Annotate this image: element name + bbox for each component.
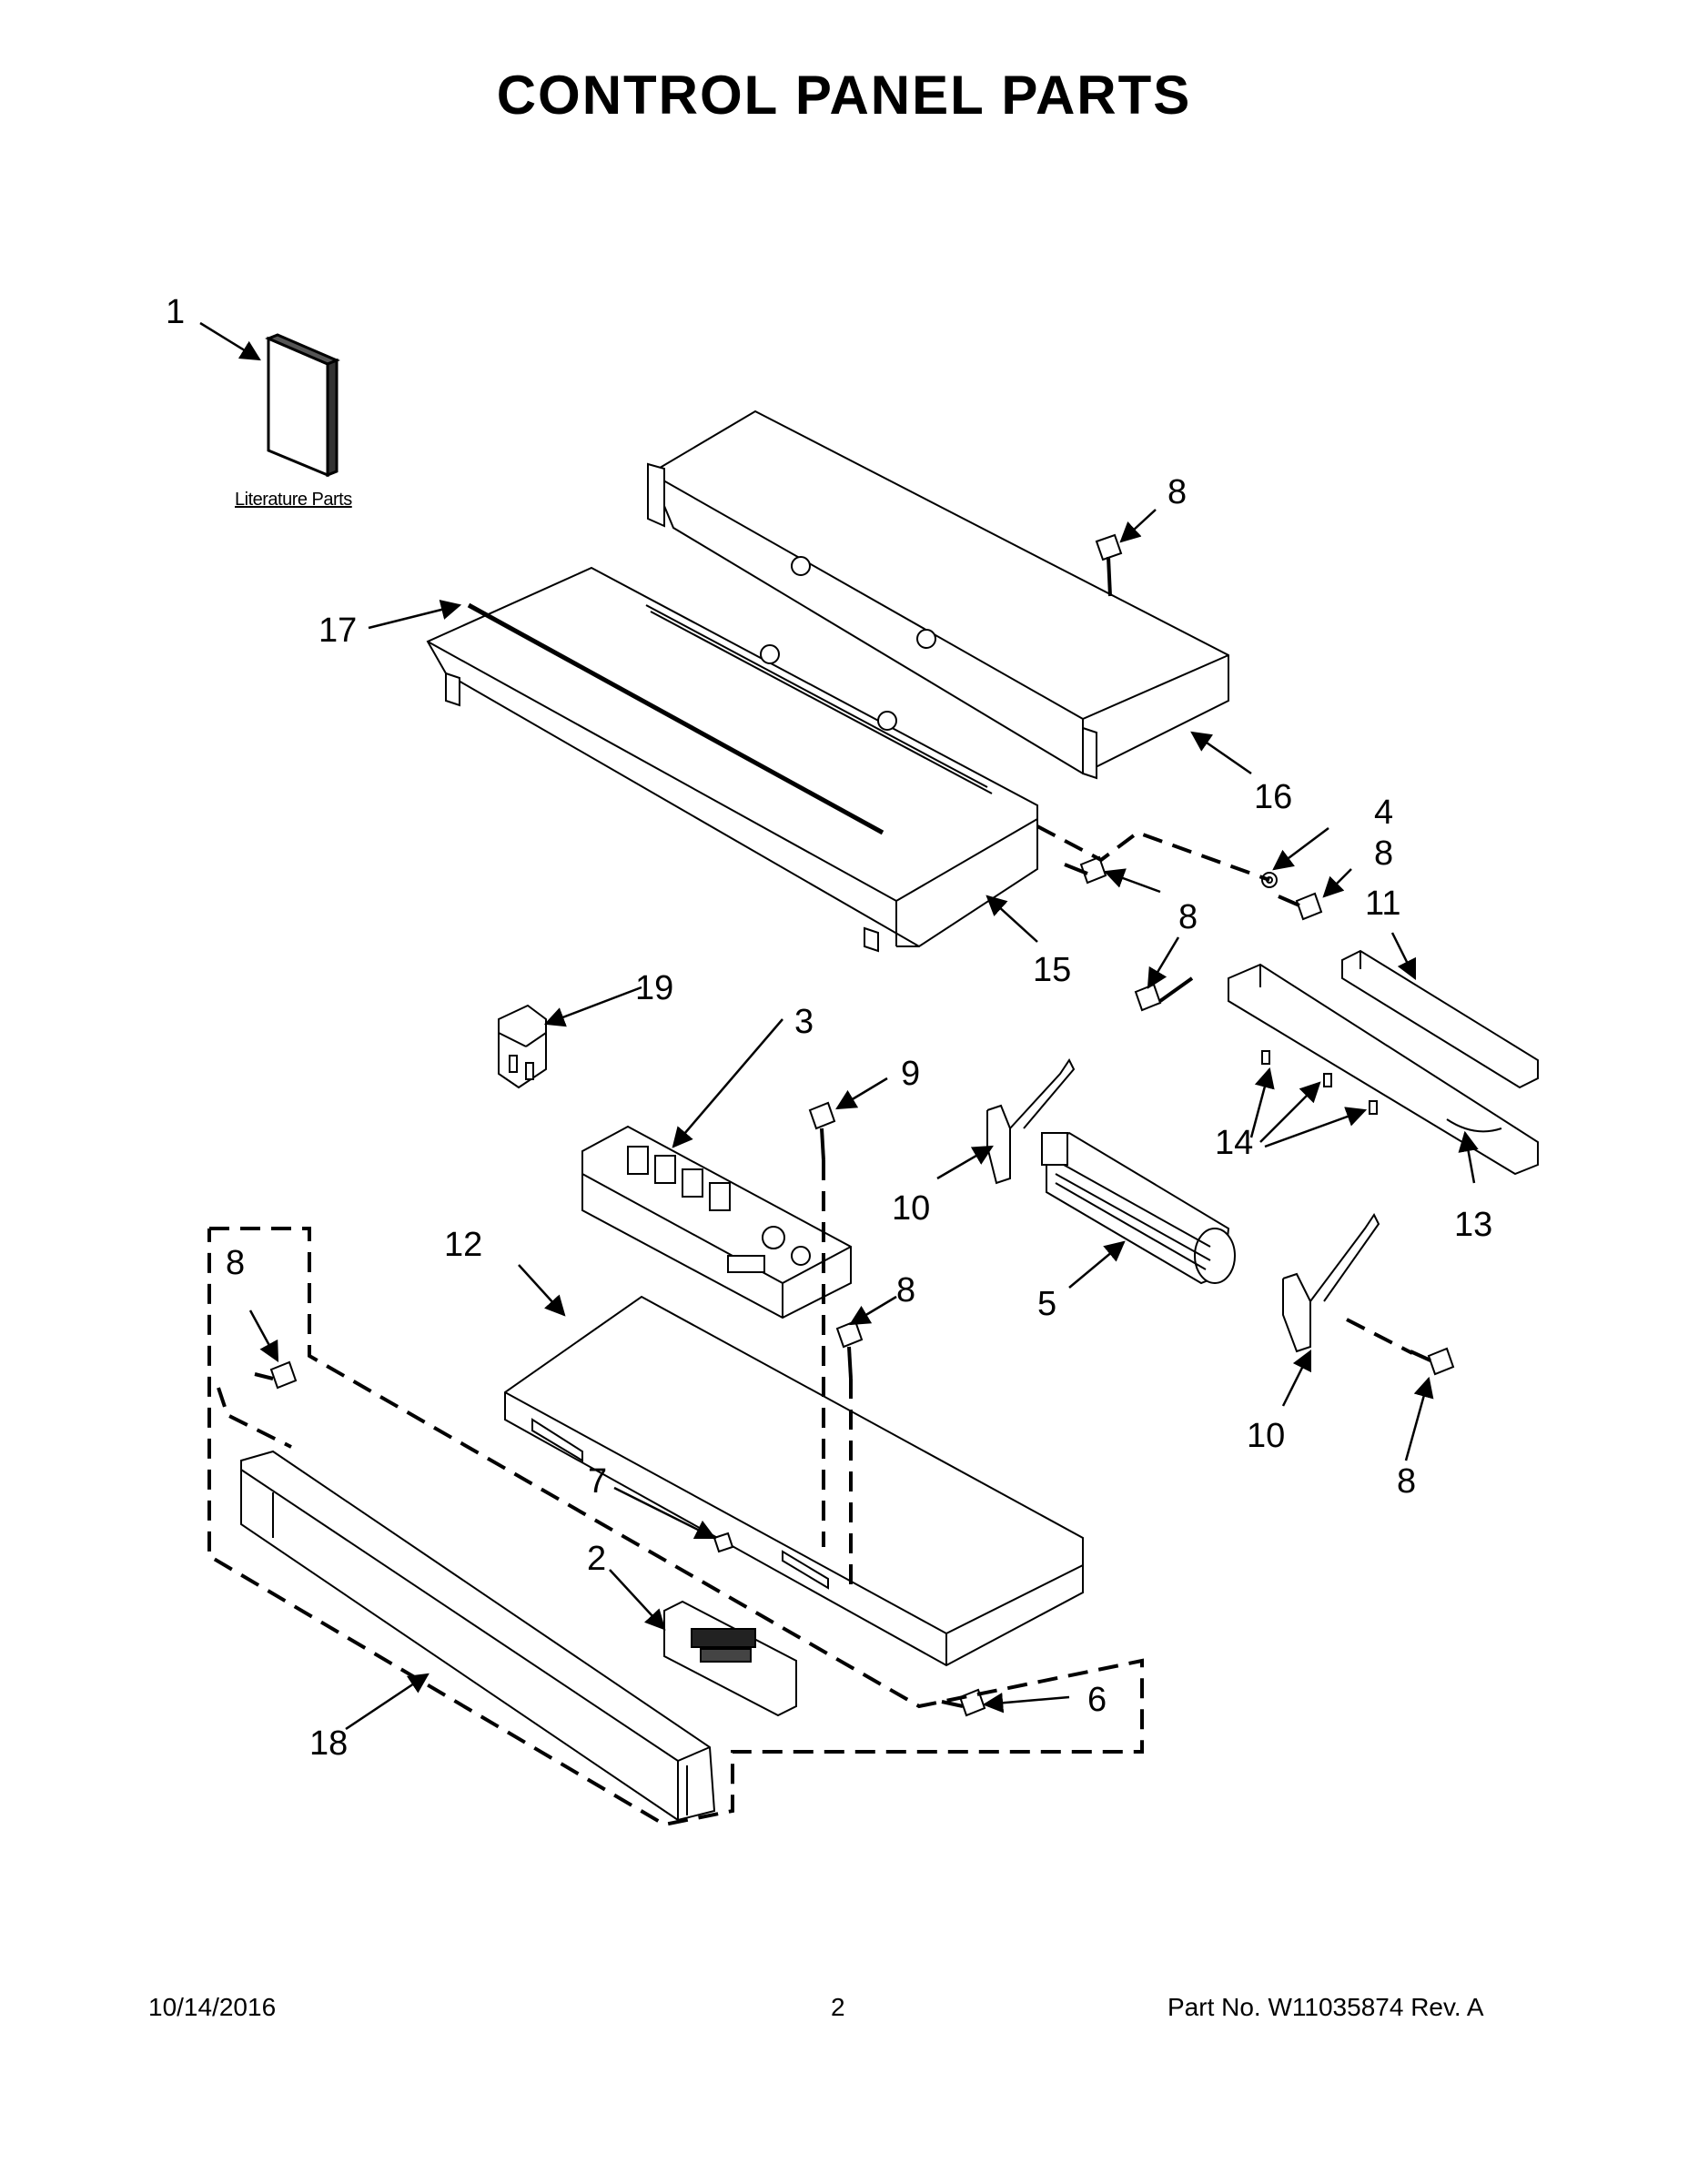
lower-panel-part [504,1295,1084,1667]
callout-12: 12 [444,1226,482,1264]
fan-bracket-upper-part [986,1058,1076,1185]
callout-10: 10 [892,1189,930,1228]
callout-8: 8 [1178,898,1198,936]
callout-8: 8 [896,1271,915,1309]
clip-part [713,1532,734,1553]
control-board-part [581,1125,852,1320]
footer-date: 10/14/2016 [148,1993,277,2021]
callout-18: 18 [309,1724,348,1763]
callout-11: 11 [1365,885,1400,923]
literature-parts-label: Literature Parts [235,490,352,510]
literature-booklet-part [265,333,340,478]
callout-6: 6 [1087,1681,1107,1719]
footer-part-number: Part No. W11035874 Rev. A [1167,1993,1484,2021]
callout-3: 3 [794,1003,814,1041]
cooling-fan-part [1041,1131,1236,1285]
display-board-part [663,1600,797,1717]
callout-13: 13 [1454,1206,1492,1244]
callout-9: 9 [901,1055,920,1093]
pin-parts [1261,1050,1378,1115]
relay-part [498,1004,547,1089]
screw-parts [254,533,1455,1717]
callout-8: 8 [1397,1462,1416,1501]
callout-8: 8 [226,1244,245,1282]
callout-2: 2 [587,1540,606,1578]
callout-8: 8 [1167,473,1187,511]
insulation-strip-part [1341,949,1539,1089]
callout-19: 19 [635,969,673,1007]
callout-5: 5 [1037,1285,1056,1323]
mid-panel-part [426,566,1038,953]
callout-7: 7 [588,1462,607,1501]
footer-page-number: 2 [831,1993,845,2021]
callout-14: 14 [1215,1124,1253,1162]
callout-8: 8 [1374,834,1393,873]
callout-15: 15 [1033,951,1071,989]
callout-17: 17 [318,612,357,650]
mount-bracket-part [1228,963,1539,1176]
fan-bracket-lower-part [1282,1213,1380,1353]
top-panel-part [647,410,1229,780]
callout-10: 10 [1247,1417,1285,1455]
page-title: CONTROL PANEL PARTS [496,65,1192,126]
callout-4: 4 [1374,794,1393,832]
callout-16: 16 [1254,778,1292,816]
callout-1: 1 [166,293,185,331]
assembly-dashed-lines [207,824,1413,1827]
control-trim-part [240,1450,716,1822]
leader-arrows [199,321,1479,1731]
